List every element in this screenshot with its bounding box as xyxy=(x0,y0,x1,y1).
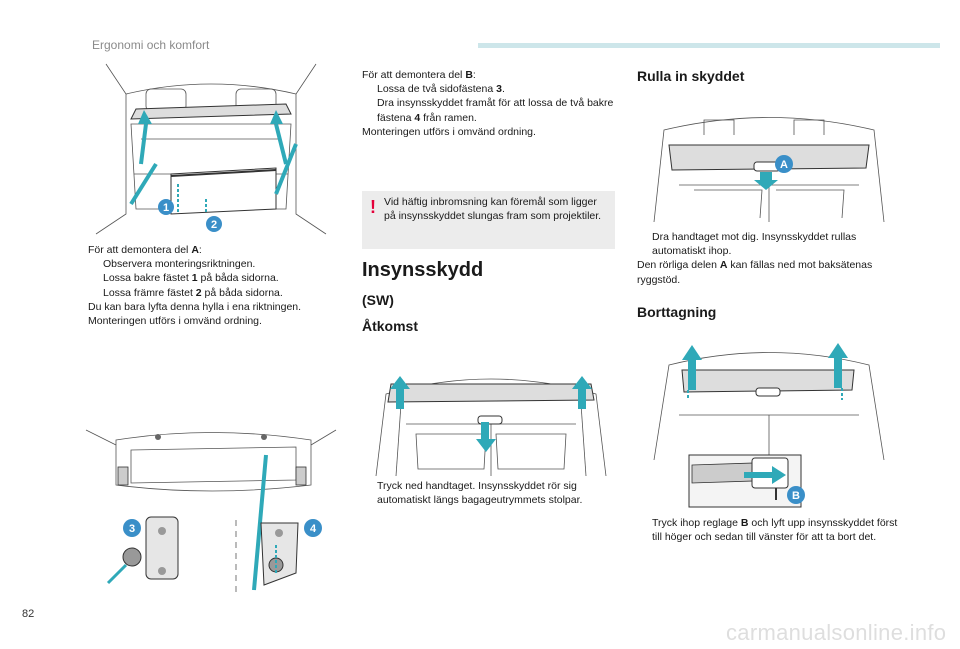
illustration-fixings: 3 4 xyxy=(85,429,337,595)
left-part: A xyxy=(191,244,199,256)
heading-insynsskydd: Insynsskydd xyxy=(362,259,484,281)
mid-para: Monteringen utförs i omvänd ordning. xyxy=(362,125,536,138)
removal-text-block: Tryck ihop reglage B och lyft upp insyns… xyxy=(652,517,898,544)
roll-bullet-text: Dra handtaget mot dig. Insynsskyddet rul… xyxy=(652,231,857,258)
callout-B: B xyxy=(792,490,800,502)
callout-4: 4 xyxy=(310,523,317,535)
left-bullet-1: Observera monteringsriktningen. xyxy=(103,258,256,271)
illustration-shelf-removal: 1 2 xyxy=(95,63,327,235)
warning-box: ! Vid häftig inbromsning kan föremål som… xyxy=(362,191,615,249)
left-text-block: För att demontera del A: Observera monte… xyxy=(88,243,343,328)
callout-2: 2 xyxy=(211,219,217,231)
warning-text: Vid häftig inbromsning kan föremål som l… xyxy=(384,196,602,223)
access-bullet-block: Tryck ned handtaget. Insynsskyddet rör s… xyxy=(362,479,620,507)
left-intro: För att demontera del xyxy=(88,244,192,256)
illustration-cover-access xyxy=(375,376,607,477)
roll-text-block: Dra handtaget mot dig. Insynsskyddet rul… xyxy=(637,231,873,286)
header-section-title: Ergonomi och komfort xyxy=(92,38,210,52)
callout-1: 1 xyxy=(163,202,169,214)
heading-access: Åtkomst xyxy=(362,318,419,334)
watermark: carmanualsonline.info xyxy=(726,620,947,645)
heading-removal: Borttagning xyxy=(637,304,717,320)
access-bullet-text: Tryck ned handtaget. Insynsskyddet rör s… xyxy=(377,480,583,507)
callout-A: A xyxy=(780,159,788,171)
header-bar xyxy=(478,43,940,48)
mid-intro: För att demontera del xyxy=(362,69,466,81)
illustration-removal: B xyxy=(653,343,885,508)
left-para-1: Du kan bara lyfta denna hylla i ena rikt… xyxy=(88,300,302,313)
left-para-2: Monteringen utförs i omvänd ordning. xyxy=(88,315,262,328)
warning-icon: ! xyxy=(370,197,376,217)
page-number: 82 xyxy=(22,608,35,620)
subheading-sw: (SW) xyxy=(362,292,394,308)
callout-3: 3 xyxy=(129,523,135,535)
heading-roll-in: Rulla in skyddet xyxy=(637,68,745,84)
mid-text-block: För att demontera del B: Lossa de två si… xyxy=(362,68,617,139)
illustration-roll-cover: A xyxy=(653,117,885,223)
